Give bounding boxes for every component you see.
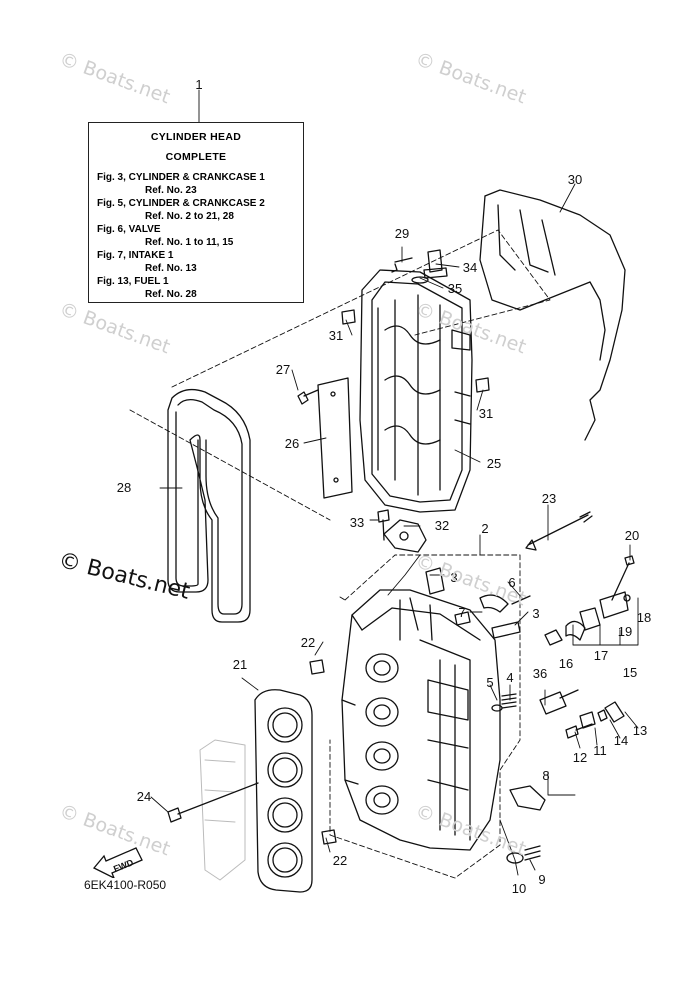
callout-3a: 3 [450,570,457,585]
callout-25: 25 [487,456,501,471]
dowel-22-upper [309,659,325,675]
legend-line-6: Ref. No. 1 to 11, 15 [145,237,234,248]
sensor-13 [604,701,625,723]
callout-35: 35 [448,281,462,296]
callout-32: 32 [435,518,449,533]
legend-line-9: Fig. 13, FUEL 1 [97,276,169,287]
washer-5 [491,704,503,712]
spring-4 [501,693,517,709]
callout-12: 12 [573,750,587,765]
callout-19: 19 [618,624,632,639]
bolt-29 [391,257,413,273]
dowel-22-lower [321,829,337,845]
guide-3-upper [425,567,445,595]
callout-1: 1 [195,77,202,92]
cover-30 [479,189,626,441]
callout-29: 29 [395,226,409,241]
bracket-8 [509,785,546,811]
legend-line-3: Fig. 5, CYLINDER & CRANKCASE 2 [97,198,265,209]
callout-9: 9 [538,872,545,887]
leader-lines [150,89,639,876]
legend-line-4: Ref. No. 2 to 21, 28 [145,211,234,222]
cylinder-head-2 [341,589,501,851]
cap-31-upper [341,309,356,325]
legend-line-1: Fig. 3, CYLINDER & CRANKCASE 1 [97,172,265,183]
callout-5: 5 [486,675,493,690]
callout-31b: 31 [479,406,493,421]
legend-line-10: Ref. No. 28 [145,289,197,300]
plug-34 [423,249,448,279]
callout-13: 13 [633,723,647,738]
legend-title-2: COMPLETE [165,151,227,163]
bolt-27 [297,389,319,405]
gasket-28 [167,388,251,623]
diagram-code: 6EK4100-R050 [84,878,167,892]
cover-plate-26 [317,377,353,499]
callout-10: 10 [512,881,526,896]
callout-6: 6 [508,575,515,590]
bolt-24 [167,782,259,823]
callout-24: 24 [137,789,151,804]
callout-26: 26 [285,436,299,451]
callout-18: 18 [637,610,651,625]
callout-28: 28 [117,480,131,495]
legend-line-2: Ref. No. 23 [145,185,197,196]
legend-line-8: Ref. No. 13 [145,263,197,274]
cap-31-lower [475,377,490,393]
assembly-frame-lines [129,229,551,879]
washer-18 [623,594,631,602]
callout-21: 21 [233,657,247,672]
bolt-33 [377,509,390,541]
callout-2: 2 [481,521,488,536]
engine-ghost [199,739,246,881]
callout-16: 16 [559,656,573,671]
legend-line-5: Fig. 6, VALVE [97,224,161,235]
callout-8: 8 [542,768,549,783]
ring-14 [597,709,608,722]
part-16 [544,629,563,646]
callout-34: 34 [463,260,477,275]
callout-30: 30 [568,172,582,187]
callout-3b: 3 [532,606,539,621]
spring-9 [524,845,541,861]
callout-33: 33 [350,515,364,530]
callout-11: 11 [593,743,607,758]
callout-22b: 22 [333,853,347,868]
callout-15: 15 [623,665,637,680]
callout-27: 27 [276,362,290,377]
legend-line-7: Fig. 7, INTAKE 1 [97,250,174,261]
guide-3-lower [491,621,521,639]
part-6 [479,594,531,613]
bolt-23 [525,511,593,551]
callout-17: 17 [594,648,608,663]
part-11 [579,711,596,729]
bolt-20 [611,555,635,601]
callout-36: 36 [533,666,547,681]
callout-23: 23 [542,491,556,506]
sensor-36 [539,689,579,715]
o-ring-35 [411,276,429,284]
bolt-12 [565,723,593,739]
part-7 [454,611,471,626]
callout-22a: 22 [301,635,315,650]
fwd-arrow-icon: FWD [92,847,143,878]
callout-20: 20 [625,528,639,543]
callout-31a: 31 [329,328,343,343]
bracket-32 [383,519,427,553]
head-gasket-21 [254,689,313,893]
part-17-ring [579,607,601,631]
legend-box: CYLINDER HEAD COMPLETE Fig. 3, CYLINDER … [88,122,304,303]
part-17 [565,620,586,641]
callout-4: 4 [506,670,513,685]
callout-7: 7 [458,605,465,620]
washer-10 [506,852,524,864]
head-cover-25 [359,269,473,513]
legend-title-1: CYLINDER HEAD [150,131,242,143]
bracket-19 [599,591,629,619]
callout-14: 14 [614,733,628,748]
